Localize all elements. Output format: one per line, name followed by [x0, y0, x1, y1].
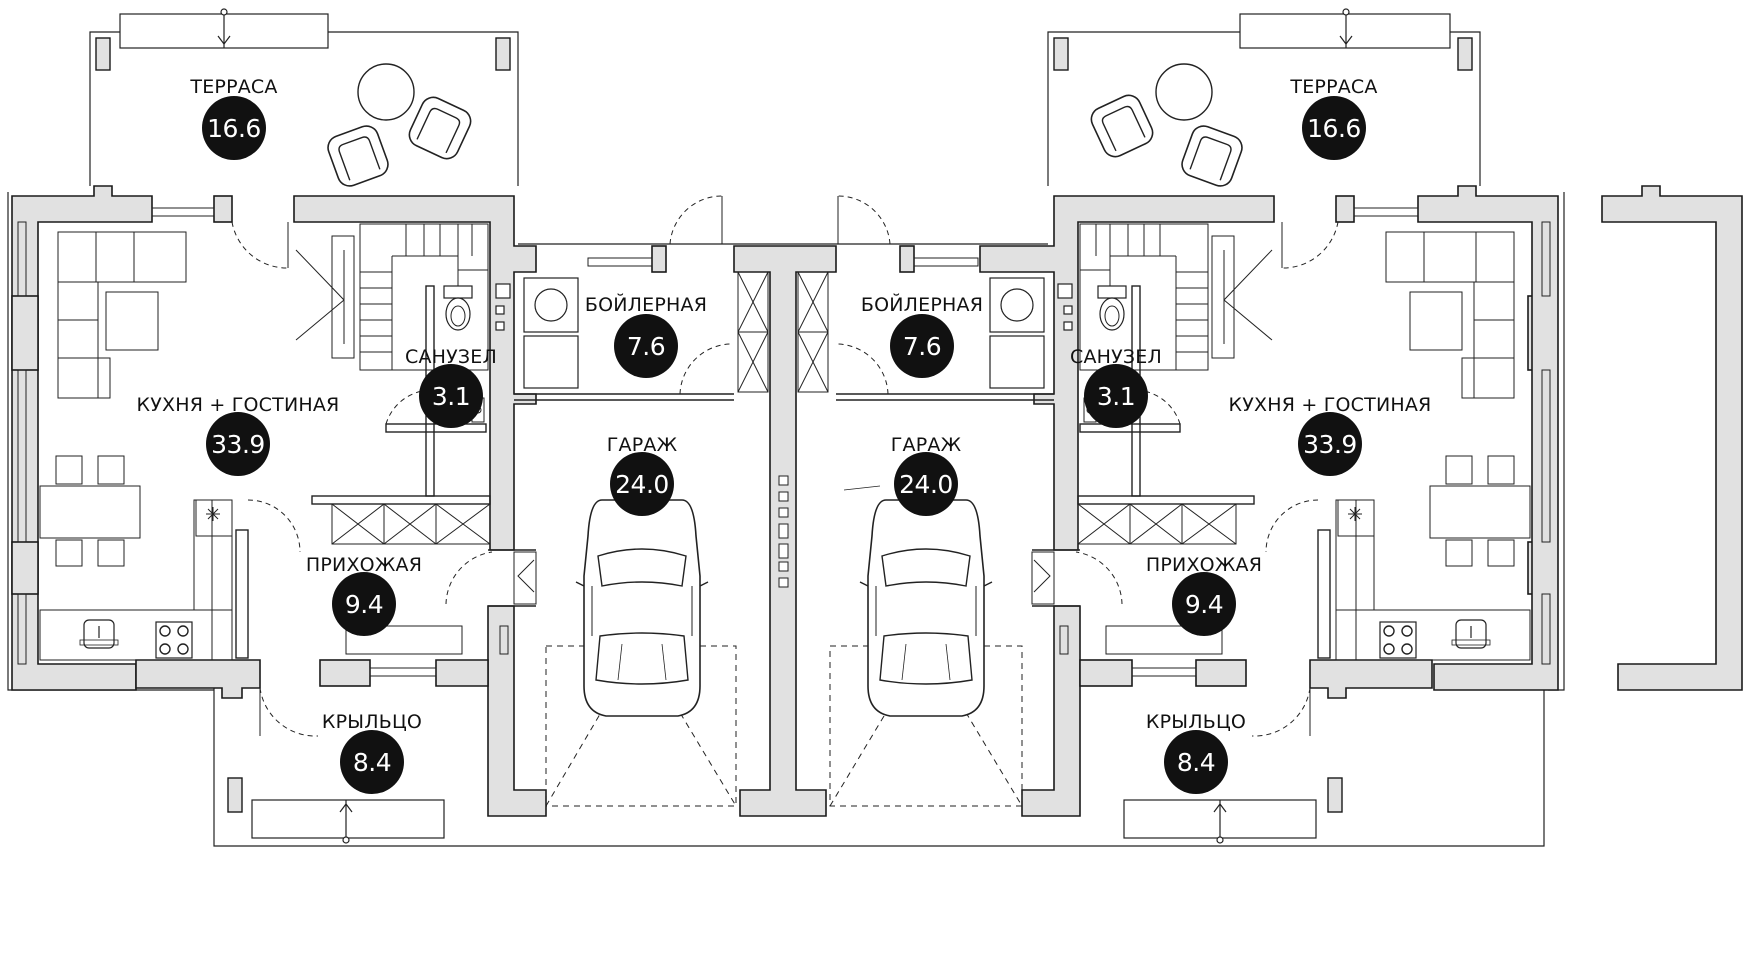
- stairs-icon-right: [1079, 223, 1273, 371]
- room-label-bath-left: САНУЗЕЛ: [404, 346, 498, 368]
- awning-bottom-right: [1123, 799, 1317, 844]
- room-label-porch-right: КРЫЛЬЦО: [1145, 711, 1247, 733]
- room-label-porch-left: КРЫЛЬЦО: [321, 711, 423, 733]
- stove-icon: [155, 621, 193, 659]
- toilet-icon: [1097, 285, 1127, 331]
- stove-icon: [1379, 621, 1417, 659]
- awning-bottom-left: [251, 799, 445, 844]
- area-badge-bath-right: 3.1: [1084, 364, 1148, 428]
- sink-icon: [1451, 619, 1491, 649]
- room-label-living-left: КУХНЯ + ГОСТИНАЯ: [136, 394, 340, 416]
- room-label-living-right: КУХНЯ + ГОСТИНАЯ: [1228, 394, 1432, 416]
- area-badge-living-left: 33.9: [206, 412, 270, 476]
- porch-outline-right: [1248, 688, 1545, 847]
- room-label-terrace-right: ТЕРРАСА: [1290, 76, 1378, 98]
- car-icon: [575, 499, 709, 717]
- area-badge-hall-right: 9.4: [1172, 572, 1236, 636]
- room-label-hall-right: ПРИХОЖАЯ: [1145, 554, 1263, 576]
- shaft-icon: [495, 283, 1073, 331]
- kitchen-counter-left: [39, 499, 233, 661]
- area-badge-porch-right: 8.4: [1164, 730, 1228, 794]
- stairs-icon-left: [295, 223, 489, 371]
- room-label-terrace-left: ТЕРРАСА: [190, 76, 278, 98]
- room-label-hall-left: ПРИХОЖАЯ: [305, 554, 423, 576]
- area-badge-garage-right: 24.0: [894, 452, 958, 516]
- table-icon: [39, 455, 141, 567]
- area-badge-terrace-left: 16.6: [202, 96, 266, 160]
- room-label-garage-left: ГАРАЖ: [606, 434, 678, 456]
- room-label-boiler-left: БОЙЛЕРНАЯ: [584, 294, 708, 316]
- car-icon: [859, 499, 993, 717]
- building-outline-left: [7, 192, 214, 691]
- parking-outline: [545, 645, 1023, 807]
- outer-wall-right: [1417, 185, 1559, 691]
- awning-top-left: [119, 8, 329, 49]
- windows: [17, 207, 1551, 677]
- garage-door-icon: [513, 551, 1055, 605]
- sofa-icon: [57, 231, 187, 399]
- toilet-icon: [443, 285, 473, 331]
- boiler-icon: [523, 277, 1045, 389]
- area-badge-terrace-right: 16.6: [1302, 96, 1366, 160]
- columns: [95, 37, 1473, 813]
- area-badge-porch-left: 8.4: [340, 730, 404, 794]
- walls: [11, 185, 1743, 817]
- porch-outline-left: [213, 688, 506, 847]
- area-badge-boiler-left: 7.6: [614, 314, 678, 378]
- sofa-icon: [1385, 231, 1515, 399]
- sink-icon: [79, 619, 119, 649]
- terrace-furniture-left: [323, 63, 476, 191]
- door-swing-icon: [231, 195, 1339, 737]
- wardrobe-right: [1077, 503, 1237, 655]
- area-badge-garage-left: 24.0: [610, 452, 674, 516]
- area-badge-bath-left: 3.1: [419, 364, 483, 428]
- area-badge-hall-left: 9.4: [332, 572, 396, 636]
- area-badge-living-right: 33.9: [1298, 412, 1362, 476]
- area-badge-boiler-right: 7.6: [890, 314, 954, 378]
- wardrobe-left: [331, 503, 491, 655]
- room-label-bath-right: САНУЗЕЛ: [1069, 346, 1163, 368]
- room-label-garage-right: ГАРАЖ: [890, 434, 962, 456]
- awning-top-right: [1239, 8, 1451, 49]
- terrace-furniture-right: [1086, 63, 1247, 191]
- storage-cabinets: [737, 271, 829, 393]
- table-icon: [1429, 455, 1531, 567]
- spine-vents: [778, 475, 789, 588]
- room-label-boiler-right: БОЙЛЕРНАЯ: [860, 294, 984, 316]
- kitchen-counter-right: [1335, 499, 1531, 661]
